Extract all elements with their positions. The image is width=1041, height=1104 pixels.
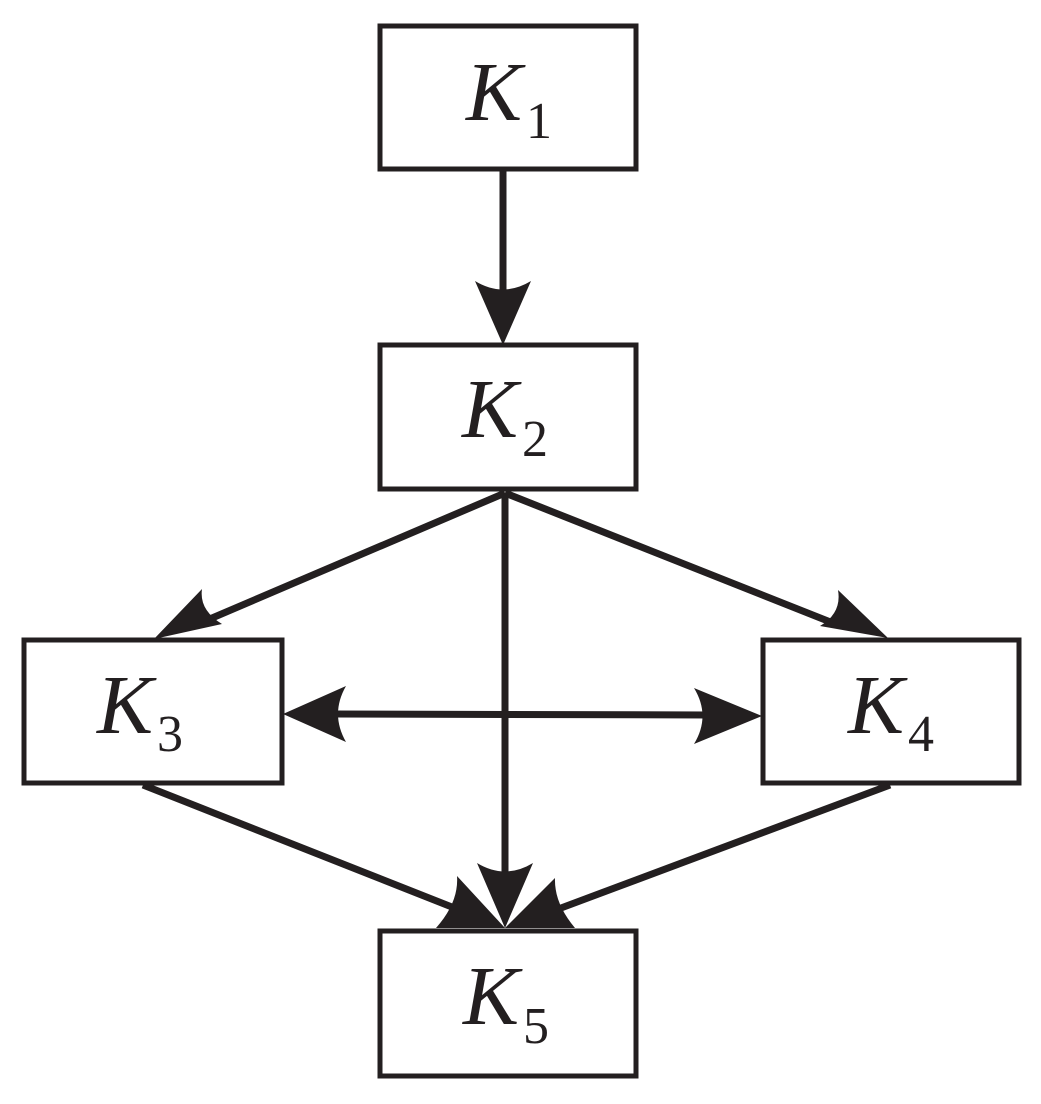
node-k1-box bbox=[377, 23, 639, 172]
arrowhead-k4-from-k3 bbox=[694, 688, 762, 744]
arrowhead-k2-from-k1 bbox=[475, 281, 531, 345]
node-k4-label: K4 bbox=[847, 659, 934, 763]
node-k3-label: K3 bbox=[96, 659, 183, 763]
node-k5: K5 bbox=[377, 928, 639, 1079]
edges bbox=[141, 170, 892, 915]
edge-k2-k3 bbox=[196, 489, 507, 628]
arrowhead-k5-from-k4 bbox=[505, 878, 575, 928]
arrowhead-k5-from-k3 bbox=[436, 876, 505, 928]
node-k1-subscript: 1 bbox=[526, 93, 552, 150]
node-k3-box bbox=[21, 637, 285, 786]
node-k1-letter: K bbox=[465, 46, 526, 139]
edge-k3-k5 bbox=[141, 781, 464, 915]
node-k2-subscript: 2 bbox=[522, 411, 548, 468]
edge-k4-k5 bbox=[551, 781, 892, 915]
node-k2-box bbox=[377, 342, 639, 492]
node-k2-label: K2 bbox=[461, 363, 548, 468]
node-k4-letter: K bbox=[847, 659, 908, 752]
node-k3-letter: K bbox=[96, 659, 157, 752]
node-k2: K2 bbox=[377, 342, 639, 492]
node-k3: K3 bbox=[21, 637, 285, 786]
node-k4: K4 bbox=[760, 637, 1022, 786]
arrowheads bbox=[154, 281, 888, 928]
node-k3-subscript: 3 bbox=[157, 706, 183, 763]
arrowhead-k3-from-k2 bbox=[154, 589, 222, 639]
node-k5-subscript: 5 bbox=[523, 998, 549, 1055]
arrowhead-k5-from-k2 bbox=[477, 863, 533, 928]
edge-k2-k4 bbox=[503, 489, 840, 629]
arrowhead-k4-from-k2 bbox=[820, 590, 888, 638]
node-k4-subscript: 4 bbox=[908, 706, 934, 763]
node-k1: K1 bbox=[377, 23, 639, 172]
node-k2-letter: K bbox=[461, 363, 522, 456]
node-k5-box bbox=[377, 928, 639, 1079]
node-k4-box bbox=[760, 637, 1022, 786]
node-k5-label: K5 bbox=[462, 950, 549, 1055]
edge-k3-k4 bbox=[334, 710, 711, 719]
node-k5-letter: K bbox=[462, 950, 523, 1043]
arrowhead-k3-from-k4 bbox=[283, 686, 346, 742]
node-k1-label: K1 bbox=[465, 46, 552, 150]
